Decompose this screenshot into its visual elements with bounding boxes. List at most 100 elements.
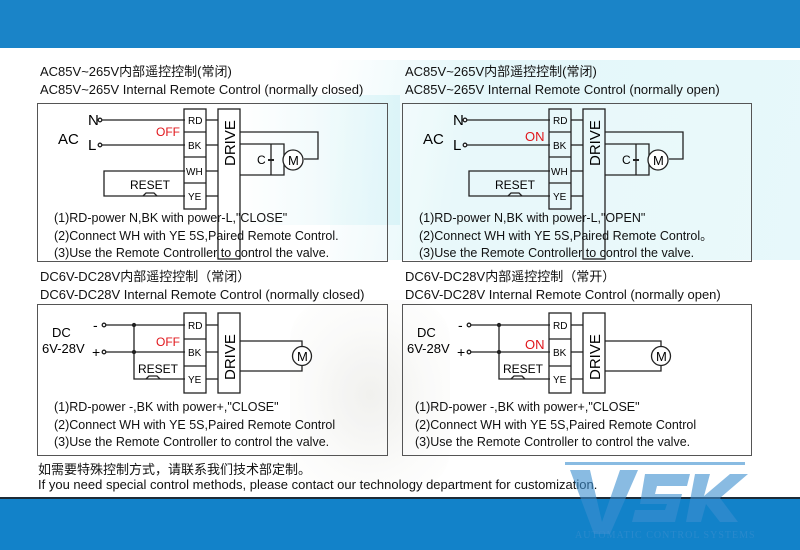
drive-label: DRIVE xyxy=(222,120,239,166)
state-label: ON xyxy=(525,337,545,352)
reset-label: RESET xyxy=(503,362,544,376)
terminal-block xyxy=(548,312,572,394)
wiring-diagram: - DC 6V-28V + OFF RD BK YE RESET DRIVE M xyxy=(42,312,313,394)
wire-label: YE xyxy=(553,375,567,386)
reset-label: RESET xyxy=(138,362,179,376)
drive-label: DRIVE xyxy=(587,334,604,380)
top-banner xyxy=(0,0,800,48)
wire-label: WH xyxy=(186,167,203,178)
valve-watermark-image xyxy=(290,300,450,490)
panel-title-cn: AC85V~265V内部遥控控制(常闭) xyxy=(405,64,597,79)
wire-label: BK xyxy=(188,348,202,359)
notes-list: (1)RD-power N,BK with power-L,"CLOSE" (2… xyxy=(54,210,339,263)
motor-label: M xyxy=(656,349,667,364)
wire-label: RD xyxy=(188,321,202,332)
motor xyxy=(647,149,669,171)
background-tint xyxy=(0,95,400,225)
wire-label: YE xyxy=(553,192,567,203)
wiring-diagram: - DC 6V-28V + ON RD BK YE RESET DRIVE M xyxy=(407,312,672,394)
wire-label: BK xyxy=(553,141,567,152)
terminal-neg: - xyxy=(93,317,98,333)
note-item: (3)Use the Remote Controller to control … xyxy=(54,435,330,449)
wire-label: YE xyxy=(188,375,202,386)
footer-note-en: If you need special control methods, ple… xyxy=(38,477,598,492)
note-item: (3)Use the Remote Controller to control … xyxy=(54,246,330,260)
wire-label: WH xyxy=(551,167,568,178)
supply-label: AC xyxy=(423,131,444,148)
capacitor-label: C xyxy=(257,153,266,167)
motor xyxy=(282,149,304,171)
supply-voltage: 6V-28V xyxy=(42,341,85,356)
motor-label: M xyxy=(653,153,664,168)
panel-title-cn: DC6V-DC28V内部遥控控制（常闭） xyxy=(40,269,251,284)
footer-note: 如需要特殊控制方式，请联系我们技术部定制。 If you need specia… xyxy=(38,462,597,492)
supply-label: DC xyxy=(417,325,436,340)
drive-label: DRIVE xyxy=(222,334,239,380)
panel-title-cn: DC6V-DC28V内部遥控控制（常开） xyxy=(405,269,616,284)
bottom-banner xyxy=(0,497,800,550)
wire-label: BK xyxy=(188,141,202,152)
terminal-pos: + xyxy=(92,344,100,360)
supply-label: AC xyxy=(58,131,79,148)
note-item: (1)RD-power N,BK with power-L,"OPEN" xyxy=(419,211,646,225)
terminal-block xyxy=(183,108,207,210)
wiring-panel-dc-no: - DC 6V-28V + ON RD BK YE RESET DRIVE M … xyxy=(402,304,752,456)
motor xyxy=(291,345,313,367)
wire-label: YE xyxy=(188,192,202,203)
logo-tagline: AUTOMATIC CONTROL SYSTEMS xyxy=(575,530,756,541)
terminal-n: N xyxy=(453,112,464,129)
capacitor-label: C xyxy=(622,153,631,167)
terminal-l: L xyxy=(453,137,461,154)
terminal-block xyxy=(183,312,207,394)
panel-title-en: DC6V-DC28V Internal Remote Control (norm… xyxy=(40,287,365,302)
wire-label: RD xyxy=(188,116,202,127)
panel-title-en: AC85V~265V Internal Remote Control (norm… xyxy=(40,82,364,97)
state-label: OFF xyxy=(156,125,180,139)
reset-loop xyxy=(103,170,185,197)
terminal-block xyxy=(548,108,572,210)
terminal-pos: + xyxy=(457,344,465,360)
motor-label: M xyxy=(288,153,299,168)
footer-note-cn: 如需要特殊控制方式，请联系我们技术部定制。 xyxy=(38,462,312,477)
supply-voltage: 6V-28V xyxy=(407,341,450,356)
drive-block xyxy=(582,312,606,394)
supply-label: DC xyxy=(52,325,71,340)
terminal-n: N xyxy=(88,112,99,129)
note-item: (1)RD-power N,BK with power-L,"CLOSE" xyxy=(54,211,288,225)
terminal-l: L xyxy=(88,137,96,154)
wire-label: BK xyxy=(553,348,567,359)
drive-block xyxy=(217,312,241,394)
logo-k-icon xyxy=(686,474,748,522)
wiring-diagram: N AC L OFF RD BK WH YE RESET DRIVE C M xyxy=(58,108,319,260)
terminal-neg: - xyxy=(458,317,463,333)
drive-label: DRIVE xyxy=(587,120,604,166)
reset-label: RESET xyxy=(495,178,536,192)
notes-list: (1)RD-power -,BK with power+,"CLOSE" (2)… xyxy=(54,399,335,452)
notes-list: (1)RD-power N,BK with power-L,"OPEN" (2)… xyxy=(419,210,713,263)
note-item: (3)Use the Remote Controller to control … xyxy=(419,246,695,260)
note-item: (1)RD-power -,BK with power+,"CLOSE" xyxy=(415,400,640,414)
reset-switch xyxy=(142,192,158,197)
reset-label: RESET xyxy=(130,178,171,192)
wiring-panel-dc-nc: - DC 6V-28V + OFF RD BK YE RESET DRIVE M… xyxy=(37,304,388,456)
note-item: (2)Connect WH with YE 5S,Paired Remote C… xyxy=(419,228,713,243)
panel-title-cn: AC85V~265V内部遥控控制(常闭) xyxy=(40,64,232,79)
note-item: (2)Connect WH with YE 5S,Paired Remote C… xyxy=(54,417,336,432)
wiring-panel-ac-nc: N AC L OFF RD BK WH YE RESET DRIVE C M (… xyxy=(37,103,388,262)
state-label: ON xyxy=(525,129,545,144)
vsk-logo xyxy=(565,462,748,534)
wiring-diagram: N AC L ON RD BK WH YE RESET DRIVE C M xyxy=(423,108,684,260)
logo-s-icon xyxy=(632,474,690,522)
state-label: OFF xyxy=(156,335,180,349)
drive-block xyxy=(217,108,241,260)
panel-title-en: DC6V-DC28V Internal Remote Control (norm… xyxy=(405,287,721,302)
drive-block xyxy=(582,108,606,260)
note-item: (1)RD-power -,BK with power+,"CLOSE" xyxy=(54,400,279,414)
wire-label: RD xyxy=(553,321,567,332)
motor xyxy=(650,345,672,367)
note-item: (2)Connect WH with YE 5S,Paired Remote C… xyxy=(415,417,697,432)
wire-label: RD xyxy=(553,116,567,127)
logo-v-icon xyxy=(570,470,638,534)
logo-stripe xyxy=(565,462,745,465)
notes-list: (1)RD-power -,BK with power+,"CLOSE" (2)… xyxy=(415,399,696,452)
